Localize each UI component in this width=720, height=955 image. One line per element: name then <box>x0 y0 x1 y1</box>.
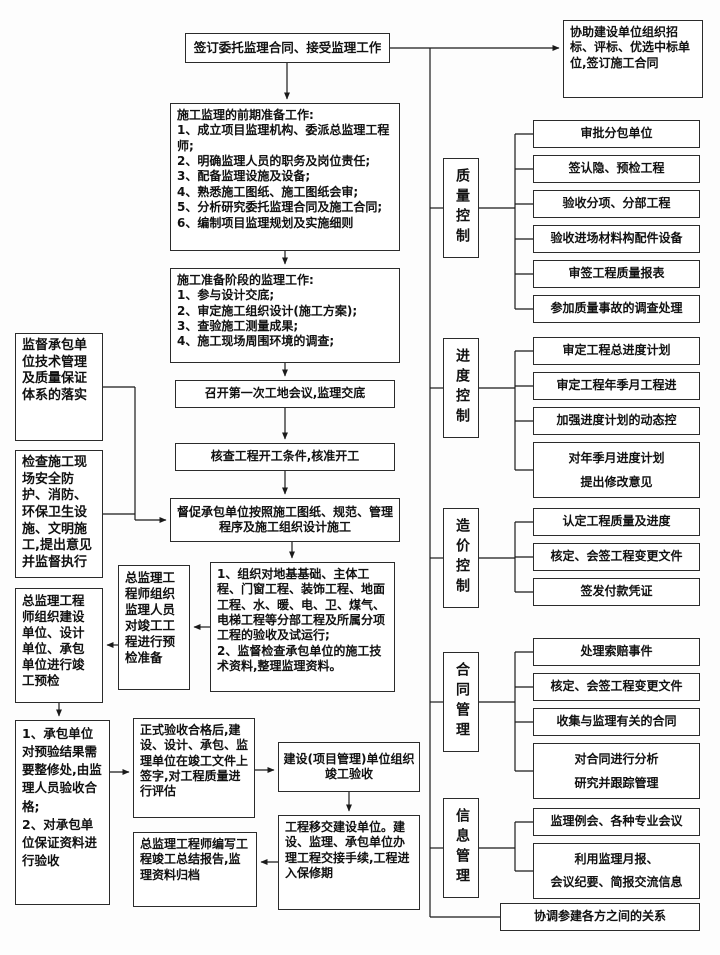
flow-node-supervise-construction: 督促承包单位按照施工图纸、规范、管理程序及施工组织设计施工 <box>170 498 400 542</box>
information-management-item: 监理例会、各种专业会议 <box>533 808 700 836</box>
category-progress-control: 进度控制 <box>443 338 479 438</box>
progress-control-item: 加强进度计划的动态控 <box>533 407 700 435</box>
flow-node-early-preparation: 施工监理的前期准备工作: 1、成立项目监理机构、委派总监理工程师; 2、明确监理… <box>170 103 400 251</box>
flow-node-site-safety-check: 检查施工现场安全防护、消防、环保卫生设施、文明施工,提出意见并监督执行 <box>15 450 103 578</box>
flow-node-rework-verification: 1、承包单位对预验结果需要整修处,由监理人员验收合格; 2、对承包单位保证资料进… <box>15 720 110 905</box>
flow-node-completion-precheck: 总监理工程师组织建设单位、设计单位、承包单位进行竣工预检 <box>15 588 103 703</box>
category-information-management: 信息管理 <box>443 798 479 898</box>
category-contract-management: 合同管理 <box>443 652 479 752</box>
flow-node-completion-acceptance: 建设(项目管理)单位组织竣工验收 <box>278 742 420 792</box>
category-quality-control: 质量控制 <box>443 158 479 258</box>
cost-control-item: 签发付款凭证 <box>533 578 700 606</box>
flow-node-first-site-meeting: 召开第一次工地会议,监理交底 <box>175 380 395 408</box>
cost-control-item: 核定、会签工程变更文件 <box>533 543 700 571</box>
quality-control-item: 参加质量事故的调查处理 <box>533 295 700 323</box>
quality-control-item: 审批分包单位 <box>533 120 700 148</box>
progress-control-item: 对年季月进度计划 提出修改意见 <box>533 442 700 498</box>
flow-node-sign-contract: 签订委托监理合同、接受监理工作 <box>185 33 390 63</box>
progress-control-item: 审定工程年季月工程进 <box>533 372 700 400</box>
flow-node-precheck-preparation: 总监理工程师组织监理人员对竣工工程进行预检准备 <box>118 565 190 690</box>
flow-node-project-handover: 工程移交建设单位。建设、监理、承包单位办理工程交接手续,工程进入保修期 <box>278 815 420 910</box>
quality-control-item: 验收进场材料构配件设备 <box>533 225 700 253</box>
flow-node-final-report: 总监理工程师编写工程竣工总结报告,监理资料归档 <box>133 832 257 907</box>
information-management-item: 利用监理月报、 会议纪要、简报交流信息 <box>533 843 700 899</box>
flow-node-quality-system-supervision: 监督承包单位技术管理及质量保证体系的落实 <box>15 333 103 441</box>
category-cost-control: 造价控制 <box>443 508 479 608</box>
flow-node-assist-bidding: 协助建设单位组织招标、评标、优选中标单位,签订施工合同 <box>563 20 703 98</box>
contract-management-item: 收集与监理有关的合同 <box>533 708 700 736</box>
quality-control-item: 签认隐、预检工程 <box>533 155 700 183</box>
flow-node-check-commencement: 核查工程开工条件,核准开工 <box>175 443 395 471</box>
progress-control-item: 审定工程总进度计划 <box>533 337 700 365</box>
contract-management-item: 核定、会签工程变更文件 <box>533 673 700 701</box>
flow-node-acceptance-subprojects: 1、组织对地基基础、主体工程、门窗工程、装饰工程、地面工程、水、暖、电、卫、煤气… <box>210 562 395 692</box>
quality-control-item: 审签工程质量报表 <box>533 260 700 288</box>
flow-node-formal-acceptance: 正式验收合格后,建设、设计、承包、监理单位在竣工文件上签字,对工程质量进行评估 <box>133 718 255 818</box>
flow-node-coordination: 协调参建各方之间的关系 <box>500 903 700 931</box>
quality-control-item: 验收分项、分部工程 <box>533 190 700 218</box>
cost-control-item: 认定工程质量及进度 <box>533 508 700 536</box>
contract-management-item: 对合同进行分析 研究并跟踪管理 <box>533 743 700 799</box>
flow-node-construction-preparation: 施工准备阶段的监理工作: 1、参与设计交底; 2、审定施工组织设计(施工方案);… <box>170 268 400 363</box>
contract-management-item: 处理索赔事件 <box>533 638 700 666</box>
